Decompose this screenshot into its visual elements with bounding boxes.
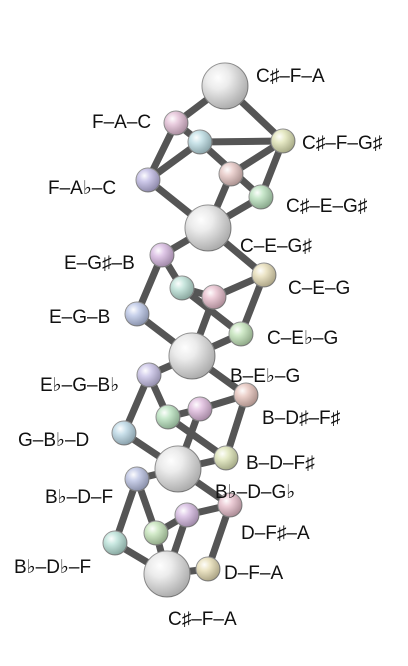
node-b_violet-sphere <box>174 502 200 528</box>
node-m1_green-sphere <box>228 321 254 347</box>
label-ceg: C–E–G <box>288 278 350 299</box>
label-fabc: F–A♭–C <box>48 178 116 199</box>
node-big_mid1-sphere <box>184 204 232 252</box>
node-b_yellow-sphere <box>195 556 221 582</box>
node-big_bottom-sphere <box>143 550 191 598</box>
node-m2_pink-sphere <box>187 396 213 422</box>
label-bottom-csfa: C♯–F–A <box>168 609 237 630</box>
label-cebg: C–E♭–G <box>267 328 338 349</box>
node-top_lavender-sphere <box>135 167 161 193</box>
node-m2_yellow-sphere <box>213 445 239 471</box>
node-m2_cyan-sphere <box>111 420 137 446</box>
node-b_blue-sphere <box>124 466 150 492</box>
label-csegs: C♯–E–G♯ <box>286 196 367 217</box>
label-dfa: D–F–A <box>224 563 283 584</box>
label-bbdbf: B♭–D♭–F <box>14 557 91 578</box>
label-bbdf: B♭–D–F <box>45 487 113 508</box>
node-m2_lavender-sphere <box>136 362 162 388</box>
node-b_green-sphere <box>143 520 169 546</box>
label-egb: E–G–B <box>49 307 110 328</box>
label-bdfs: B–D–F♯ <box>246 453 315 474</box>
node-top_cyan-sphere <box>187 129 213 155</box>
label-ebgbb: E♭–G–B♭ <box>40 375 119 396</box>
label-top-csfa: C♯–F–A <box>256 66 325 87</box>
node-m1_cyan-sphere <box>169 275 195 301</box>
node-top_rose-sphere <box>218 161 244 187</box>
label-bbdgb: B♭–D–G♭ <box>215 482 295 503</box>
node-m1_pink-sphere <box>201 284 227 310</box>
node-top_pink-sphere <box>163 110 189 136</box>
node-big_mid3-sphere <box>154 445 202 493</box>
node-m2_rose-sphere <box>233 382 259 408</box>
edge-top_cyan-top_yellow <box>196 137 287 146</box>
label-bebg: B–E♭–G <box>230 366 300 387</box>
label-cegs: C–E–G♯ <box>240 236 312 257</box>
label-gbbd: G–B♭–D <box>18 430 89 451</box>
node-big_top-sphere <box>201 62 249 110</box>
node-m2_green-sphere <box>155 404 181 430</box>
label-egsb: E–G♯–B <box>64 253 135 274</box>
node-m1_yellow-sphere <box>251 262 277 288</box>
node-b_pink-sphere <box>217 492 243 518</box>
node-b_cyan-sphere <box>102 530 128 556</box>
labels-layer: C♯–F–A F–A–C C♯–F–G♯ F–A♭–C C♯–E–G♯ C–E–… <box>14 66 382 630</box>
label-fac: F–A–C <box>92 112 151 133</box>
nodes-layer <box>102 62 296 598</box>
node-big_mid2-sphere <box>168 332 216 380</box>
node-top_green-sphere <box>248 184 274 210</box>
node-m1_blue-sphere <box>124 301 150 327</box>
node-top_yellow-sphere <box>270 128 296 154</box>
label-bdsfs: B–D♯–F♯ <box>262 408 340 429</box>
node-m1_violet-sphere <box>149 242 175 268</box>
label-dfsa: D–F♯–A <box>241 523 310 544</box>
label-csfgs: C♯–F–G♯ <box>302 133 382 154</box>
